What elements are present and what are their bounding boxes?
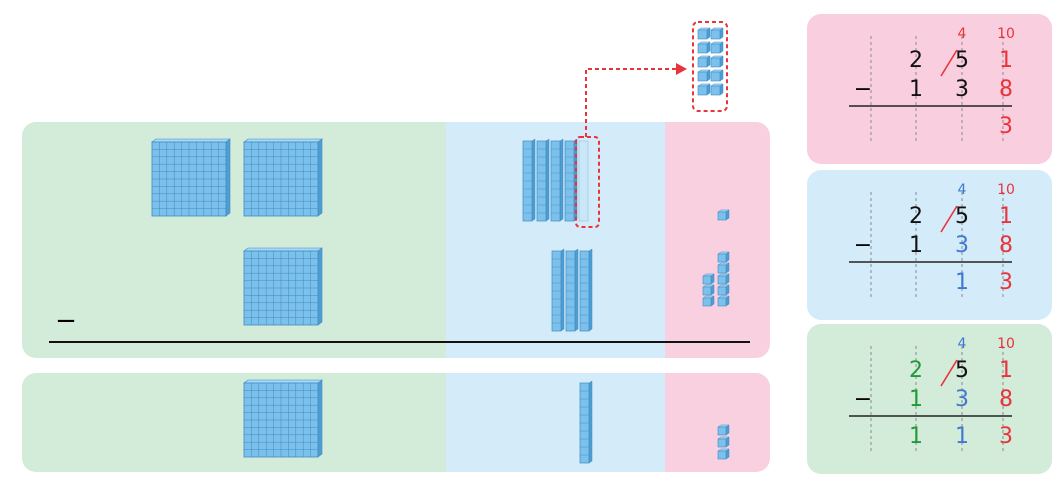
step-tens-panel: 4 10 2 1 5 3 1 1 8 3 − bbox=[807, 170, 1052, 320]
unit-cube bbox=[717, 424, 730, 436]
minus-sign: − bbox=[55, 306, 77, 336]
hundreds-column bbox=[22, 373, 446, 472]
carry-tens: 4 bbox=[957, 182, 967, 198]
carry-ones: 10 bbox=[997, 336, 1015, 352]
unit-cube bbox=[717, 436, 730, 448]
hundreds-column bbox=[22, 122, 446, 358]
ones-column bbox=[665, 122, 770, 358]
unit-cube bbox=[697, 41, 711, 54]
minuend-digit: 1 bbox=[999, 204, 1013, 229]
panel-grid bbox=[849, 346, 1012, 454]
unit-cube bbox=[710, 69, 724, 82]
carry-ones: 10 bbox=[997, 26, 1015, 42]
unit-cube bbox=[717, 209, 730, 221]
tens-column bbox=[446, 373, 665, 472]
minuend-digit: 5 bbox=[955, 48, 969, 73]
unit-cube bbox=[697, 83, 711, 96]
ten-rod bbox=[564, 138, 578, 222]
minuend-digit: 2 bbox=[909, 358, 923, 383]
strike-through bbox=[940, 359, 958, 387]
unit-cube bbox=[702, 273, 715, 285]
ten-rod bbox=[551, 248, 565, 332]
minuend-digit: 1 bbox=[999, 358, 1013, 383]
hundred-flat bbox=[151, 138, 231, 217]
unit-cube bbox=[717, 295, 730, 307]
minuend-digit: 1 bbox=[999, 48, 1013, 73]
subtrahend-digit: 3 bbox=[955, 233, 969, 258]
regrouped-ten-rod bbox=[578, 140, 589, 222]
ten-rod bbox=[536, 138, 550, 222]
unit-cube bbox=[717, 284, 730, 296]
hundred-flat bbox=[243, 138, 323, 217]
strike-through bbox=[940, 205, 958, 233]
minuend-digit: 2 bbox=[909, 204, 923, 229]
unit-cube bbox=[710, 41, 724, 54]
result-digit: 3 bbox=[999, 270, 1013, 295]
unit-cube bbox=[697, 55, 711, 68]
subtrahend-digit: 8 bbox=[999, 233, 1013, 258]
unit-cube bbox=[717, 251, 730, 263]
ten-rod bbox=[550, 138, 564, 222]
panel-grid bbox=[849, 192, 1012, 300]
regroup-arrow-line bbox=[585, 68, 676, 137]
unit-cube bbox=[710, 55, 724, 68]
minus-sign: − bbox=[853, 387, 873, 412]
carry-ones: 10 bbox=[997, 182, 1015, 198]
unit-cube bbox=[702, 284, 715, 296]
subtrahend-digit: 1 bbox=[909, 233, 923, 258]
ones-column bbox=[665, 373, 770, 472]
subtrahend-digit: 3 bbox=[955, 77, 969, 102]
ten-rod bbox=[579, 380, 593, 464]
carry-tens: 4 bbox=[957, 336, 967, 352]
subtrahend-digit: 1 bbox=[909, 77, 923, 102]
ten-rod bbox=[522, 138, 536, 222]
subtrahend-digit: 1 bbox=[909, 387, 923, 412]
unit-cube bbox=[697, 69, 711, 82]
panel-grid bbox=[849, 36, 1012, 144]
subtrahend-digit: 8 bbox=[999, 387, 1013, 412]
carry-tens: 4 bbox=[957, 26, 967, 42]
result-digit: 1 bbox=[909, 424, 923, 449]
hundred-flat bbox=[243, 247, 323, 326]
result-digit: 3 bbox=[999, 424, 1013, 449]
result-digit: 3 bbox=[999, 114, 1013, 139]
subtrahend-digit: 8 bbox=[999, 77, 1013, 102]
result-digit: 1 bbox=[955, 270, 969, 295]
minus-sign: − bbox=[853, 233, 873, 258]
subtraction-band bbox=[22, 122, 770, 358]
unit-cube bbox=[717, 273, 730, 285]
unit-cube bbox=[717, 448, 730, 460]
highlight-box-ten-ones bbox=[692, 21, 728, 112]
strike-through bbox=[940, 49, 958, 77]
result-digit: 1 bbox=[955, 424, 969, 449]
step-hundreds-panel: 4 10 2 1 1 5 3 1 1 8 3 − bbox=[807, 324, 1052, 474]
result-band bbox=[22, 373, 770, 472]
unit-cube bbox=[702, 295, 715, 307]
hundred-flat bbox=[243, 379, 323, 458]
ten-rod bbox=[565, 248, 579, 332]
step-ones-panel: 4 10 2 1 5 3 1 8 3 − bbox=[807, 14, 1052, 164]
subtrahend-digit: 3 bbox=[955, 387, 969, 412]
highlight-box-ten-rod bbox=[575, 136, 600, 228]
unit-cube bbox=[710, 27, 724, 40]
unit-cube bbox=[717, 262, 730, 274]
unit-cube bbox=[697, 27, 711, 40]
ten-rod bbox=[579, 248, 593, 332]
minus-sign: − bbox=[853, 77, 873, 102]
minuend-digit: 5 bbox=[955, 358, 969, 383]
unit-cube bbox=[710, 83, 724, 96]
regroup-arrow-head bbox=[676, 63, 687, 75]
minuend-digit: 5 bbox=[955, 204, 969, 229]
minuend-digit: 2 bbox=[909, 48, 923, 73]
